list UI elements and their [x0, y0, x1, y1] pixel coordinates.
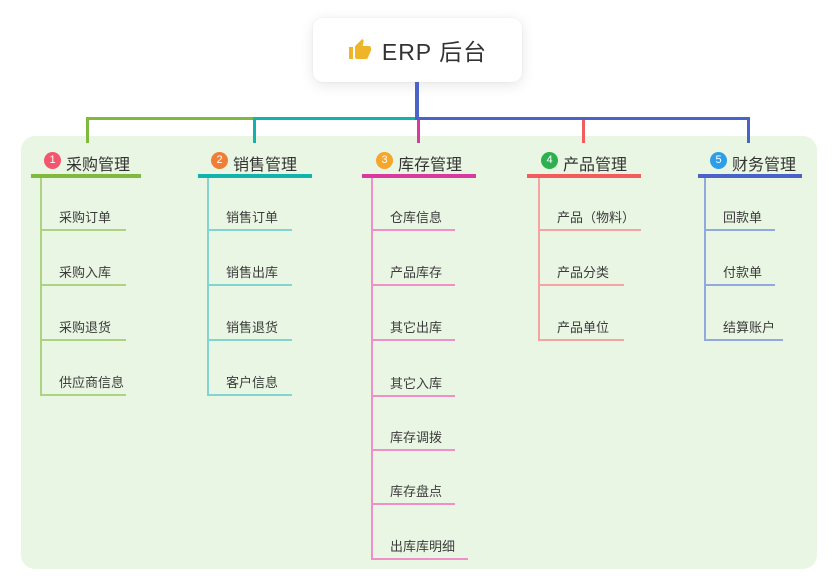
branch-children-connector	[704, 178, 706, 340]
child-node-label[interactable]: 客户信息	[226, 375, 279, 390]
child-underline	[40, 394, 126, 396]
child-node-label[interactable]: 回款单	[723, 210, 763, 225]
branch-drop-5	[747, 120, 750, 143]
child-underline	[207, 394, 292, 396]
child-node-label[interactable]: 其它出库	[390, 320, 443, 335]
branch-drop-3	[417, 120, 420, 143]
bus-segment-green	[86, 117, 256, 120]
branch-drop-4	[582, 120, 585, 143]
child-node-label[interactable]: 库存盘点	[390, 484, 443, 499]
branch-title-label[interactable]: 采购管理	[66, 157, 131, 174]
branch-title-label[interactable]: 库存管理	[398, 157, 463, 174]
child-node-label[interactable]: 库存调拨	[390, 430, 443, 445]
root-node[interactable]: ERP 后台	[313, 18, 522, 82]
child-underline	[207, 339, 292, 341]
child-node-label[interactable]: 产品分类	[557, 265, 610, 280]
branch-drop-1	[86, 117, 89, 143]
branch-children-connector	[40, 178, 42, 395]
child-node-label[interactable]: 仓库信息	[390, 210, 443, 225]
child-underline	[40, 339, 126, 341]
child-underline	[40, 229, 126, 231]
branch-drop-2	[253, 117, 256, 143]
child-underline	[704, 284, 775, 286]
child-underline	[538, 284, 624, 286]
branch-title-label[interactable]: 产品管理	[563, 157, 628, 174]
child-underline	[371, 395, 455, 397]
branch-underline	[698, 174, 802, 178]
branch-number-badge: 5	[710, 152, 727, 169]
child-underline	[371, 449, 455, 451]
child-node-label[interactable]: 销售订单	[226, 210, 279, 225]
branch-underline	[362, 174, 476, 178]
thumbs-up-icon	[348, 38, 372, 62]
child-underline	[40, 284, 126, 286]
child-node-label[interactable]: 销售退货	[226, 320, 279, 335]
child-node-label[interactable]: 付款单	[723, 265, 763, 280]
child-node-label[interactable]: 其它入库	[390, 376, 443, 391]
branch-underline	[31, 174, 141, 178]
branch-number-badge: 2	[211, 152, 228, 169]
child-underline	[371, 503, 455, 505]
branch-underline	[198, 174, 312, 178]
child-underline	[371, 229, 455, 231]
child-underline	[371, 339, 455, 341]
child-node-label[interactable]: 销售出库	[226, 265, 279, 280]
child-node-label[interactable]: 供应商信息	[59, 375, 125, 390]
child-node-label[interactable]: 采购入库	[59, 265, 112, 280]
branch-number-badge: 4	[541, 152, 558, 169]
child-underline	[371, 284, 455, 286]
child-underline	[371, 558, 468, 560]
child-underline	[538, 339, 624, 341]
child-node-label[interactable]: 结算账户	[723, 320, 776, 335]
child-underline	[207, 284, 292, 286]
root-node-label: ERP 后台	[381, 39, 488, 65]
content-panel	[21, 136, 817, 569]
child-node-label[interactable]: 产品单位	[557, 320, 610, 335]
child-underline	[538, 229, 641, 231]
branch-title-label[interactable]: 销售管理	[233, 157, 298, 174]
child-node-label[interactable]: 出库库明细	[390, 539, 456, 554]
child-node-label[interactable]: 产品（物料）	[557, 210, 636, 225]
bus-segment-blue	[415, 117, 750, 120]
branch-children-connector	[538, 178, 540, 340]
branch-underline	[527, 174, 641, 178]
child-underline	[704, 339, 783, 341]
branch-title-label[interactable]: 财务管理	[732, 157, 797, 174]
child-underline	[207, 229, 292, 231]
child-node-label[interactable]: 产品库存	[390, 265, 443, 280]
branch-number-badge: 1	[44, 152, 61, 169]
root-connector-line	[415, 82, 419, 120]
bus-segment-teal	[253, 117, 419, 120]
branch-children-connector	[207, 178, 209, 395]
child-node-label[interactable]: 采购退货	[59, 320, 112, 335]
branch-children-connector	[371, 178, 373, 558]
child-underline	[704, 229, 775, 231]
child-node-label[interactable]: 采购订单	[59, 210, 112, 225]
branch-number-badge: 3	[376, 152, 393, 169]
